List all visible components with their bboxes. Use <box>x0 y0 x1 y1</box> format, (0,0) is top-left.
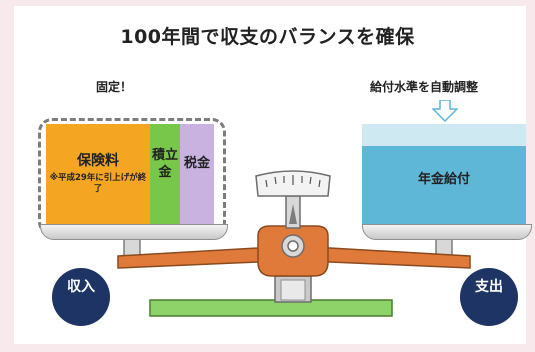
auto-adjust-label: 給付水準を自動調整 <box>370 80 479 94</box>
revenue-badge <box>52 268 110 326</box>
ground-plate <box>149 299 393 317</box>
reserve-label: 積立金 <box>151 148 178 180</box>
benefit-block <box>362 124 526 224</box>
fixed-label: 固定！ <box>96 80 133 94</box>
premium-block <box>46 124 150 224</box>
tax-block <box>180 124 214 224</box>
expense-badge-label: 支出 <box>475 279 503 295</box>
right-scale-pan <box>362 224 532 240</box>
reserve-block <box>150 124 180 224</box>
revenue-badge-label: 収入 <box>67 279 95 295</box>
premium-note: ※平成29年に引上げが終了 <box>49 173 147 194</box>
benefit-label: 年金給付 <box>417 172 470 187</box>
left-scale-pan <box>40 224 228 240</box>
diagram-title: 100年間で収支のバランスを確保 <box>120 26 415 48</box>
expense-badge <box>460 268 518 326</box>
tax-label: 税金 <box>183 156 210 171</box>
premium-label: 保険料 <box>77 153 119 169</box>
down-arrow-icon <box>432 100 458 122</box>
